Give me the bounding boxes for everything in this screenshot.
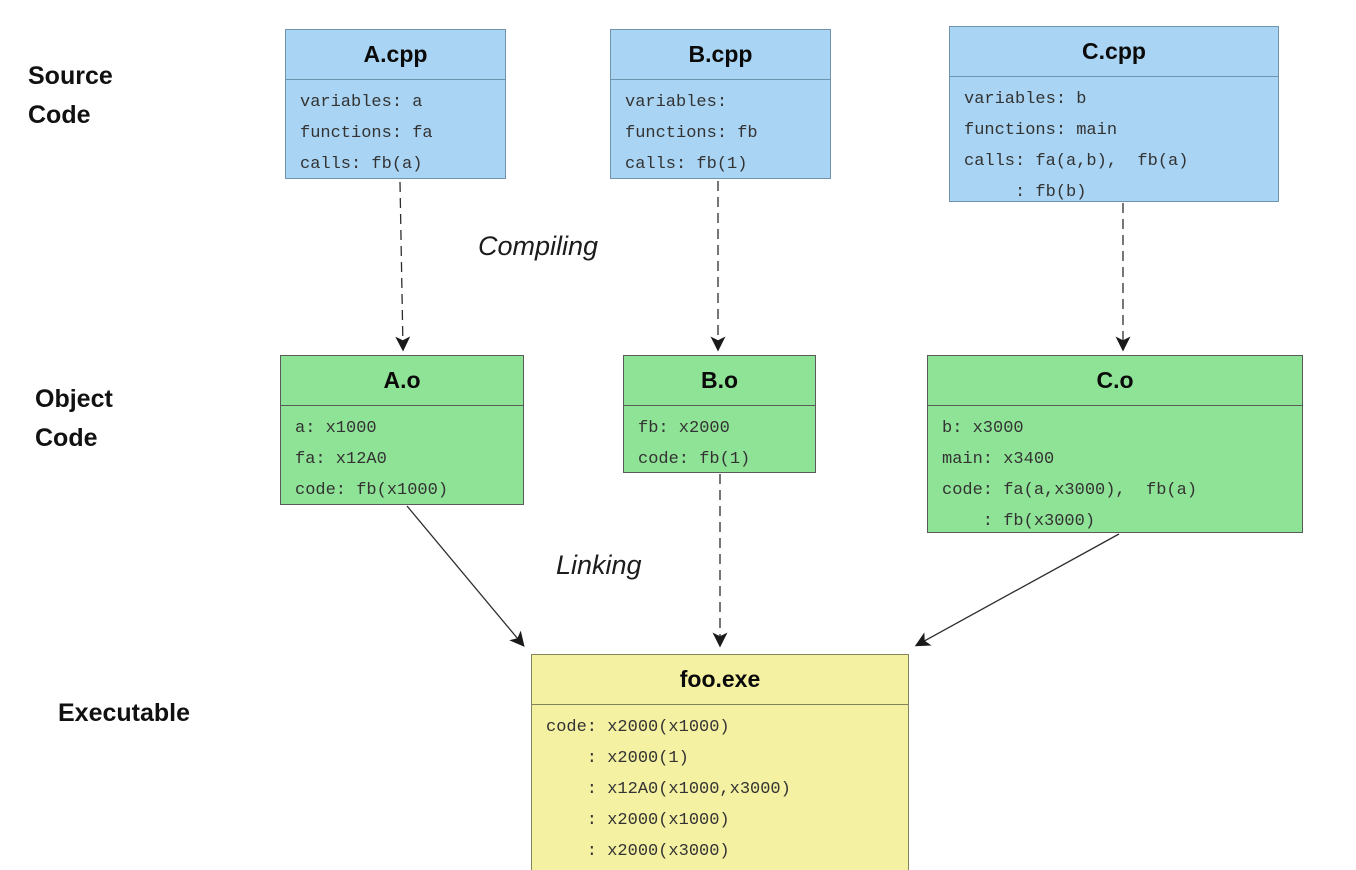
code-line: calls: fb(1) xyxy=(625,155,748,174)
code-line: functions: main xyxy=(964,121,1118,140)
box-b-cpp-body: variables: functions: fb calls: fb(1) xyxy=(611,80,830,180)
code-line: variables: xyxy=(625,93,728,112)
process-label-compiling: Compiling xyxy=(478,231,599,261)
box-a-cpp: A.cpp variables: a functions: fa calls: … xyxy=(285,29,506,179)
code-line: fb: x2000 xyxy=(638,419,730,438)
code-line: : fb(b) xyxy=(964,183,1087,202)
code-line: b: x3000 xyxy=(942,419,1024,438)
code-line: variables: a xyxy=(300,93,423,112)
code-line: : x12A0(x1000,x3000) xyxy=(546,780,791,799)
box-b-cpp: B.cpp variables: functions: fb calls: fb… xyxy=(610,29,831,179)
box-foo-exe-body: code: x2000(x1000) : x2000(1) : x12A0(x1… xyxy=(532,705,908,867)
code-line: code: fb(x1000) xyxy=(295,481,449,500)
stage-label-object-line1: Object xyxy=(35,385,113,413)
code-line: calls: fb(a) xyxy=(300,155,423,174)
stage-label-object-code: Object Code xyxy=(35,380,113,458)
box-a-o-body: a: x1000 fa: x12A0 code: fb(x1000) xyxy=(281,406,523,506)
box-b-cpp-title: B.cpp xyxy=(611,30,830,80)
box-a-cpp-body: variables: a functions: fa calls: fb(a) xyxy=(286,80,505,180)
code-line: : fb(x3000) xyxy=(942,512,1096,531)
stage-label-executable: Executable xyxy=(58,699,191,727)
stage-label-source-line2: Code xyxy=(28,101,91,129)
arrow-co-to-foo-linking xyxy=(914,533,1120,647)
process-label-linking: Linking xyxy=(556,550,642,580)
stage-label-source-code: Source Code xyxy=(28,57,113,135)
box-a-cpp-title: A.cpp xyxy=(286,30,505,80)
code-line: main: x3400 xyxy=(942,450,1055,469)
arrow-acpp-to-ao-compiling xyxy=(395,181,411,352)
box-b-o-title: B.o xyxy=(624,356,815,406)
code-line: functions: fb xyxy=(625,124,758,143)
box-c-o: C.o b: x3000 main: x3400 code: fa(a,x300… xyxy=(927,355,1303,533)
box-foo-exe-title: foo.exe xyxy=(532,655,908,705)
code-line: fa: x12A0 xyxy=(295,450,387,469)
arrow-ao-to-foo-linking xyxy=(406,505,525,647)
box-foo-exe: foo.exe code: x2000(x1000) : x2000(1) : … xyxy=(531,654,909,870)
box-c-cpp: C.cpp variables: b functions: main calls… xyxy=(949,26,1279,202)
code-line: : x2000(x3000) xyxy=(546,842,730,861)
box-b-o-body: fb: x2000 code: fb(1) xyxy=(624,406,815,475)
code-line: : x2000(x1000) xyxy=(546,811,730,830)
code-line: code: x2000(x1000) xyxy=(546,718,730,737)
box-c-cpp-title: C.cpp xyxy=(950,27,1278,77)
box-b-o: B.o fb: x2000 code: fb(1) xyxy=(623,355,816,473)
box-c-o-body: b: x3000 main: x3400 code: fa(a,x3000), … xyxy=(928,406,1302,537)
box-c-cpp-body: variables: b functions: main calls: fa(a… xyxy=(950,77,1278,208)
box-a-o-title: A.o xyxy=(281,356,523,406)
box-c-o-title: C.o xyxy=(928,356,1302,406)
code-line: code: fb(1) xyxy=(638,450,751,469)
stage-label-source-line1: Source xyxy=(28,62,113,90)
code-line: : x2000(1) xyxy=(546,749,689,768)
stage-label-object-line2: Code xyxy=(35,424,98,452)
code-line: variables: b xyxy=(964,90,1087,109)
code-line: functions: fa xyxy=(300,124,433,143)
code-line: a: x1000 xyxy=(295,419,377,438)
box-a-o: A.o a: x1000 fa: x12A0 code: fb(x1000) xyxy=(280,355,524,505)
code-line: code: fa(a,x3000), fb(a) xyxy=(942,481,1198,500)
code-line: calls: fa(a,b), fb(a) xyxy=(964,152,1189,171)
